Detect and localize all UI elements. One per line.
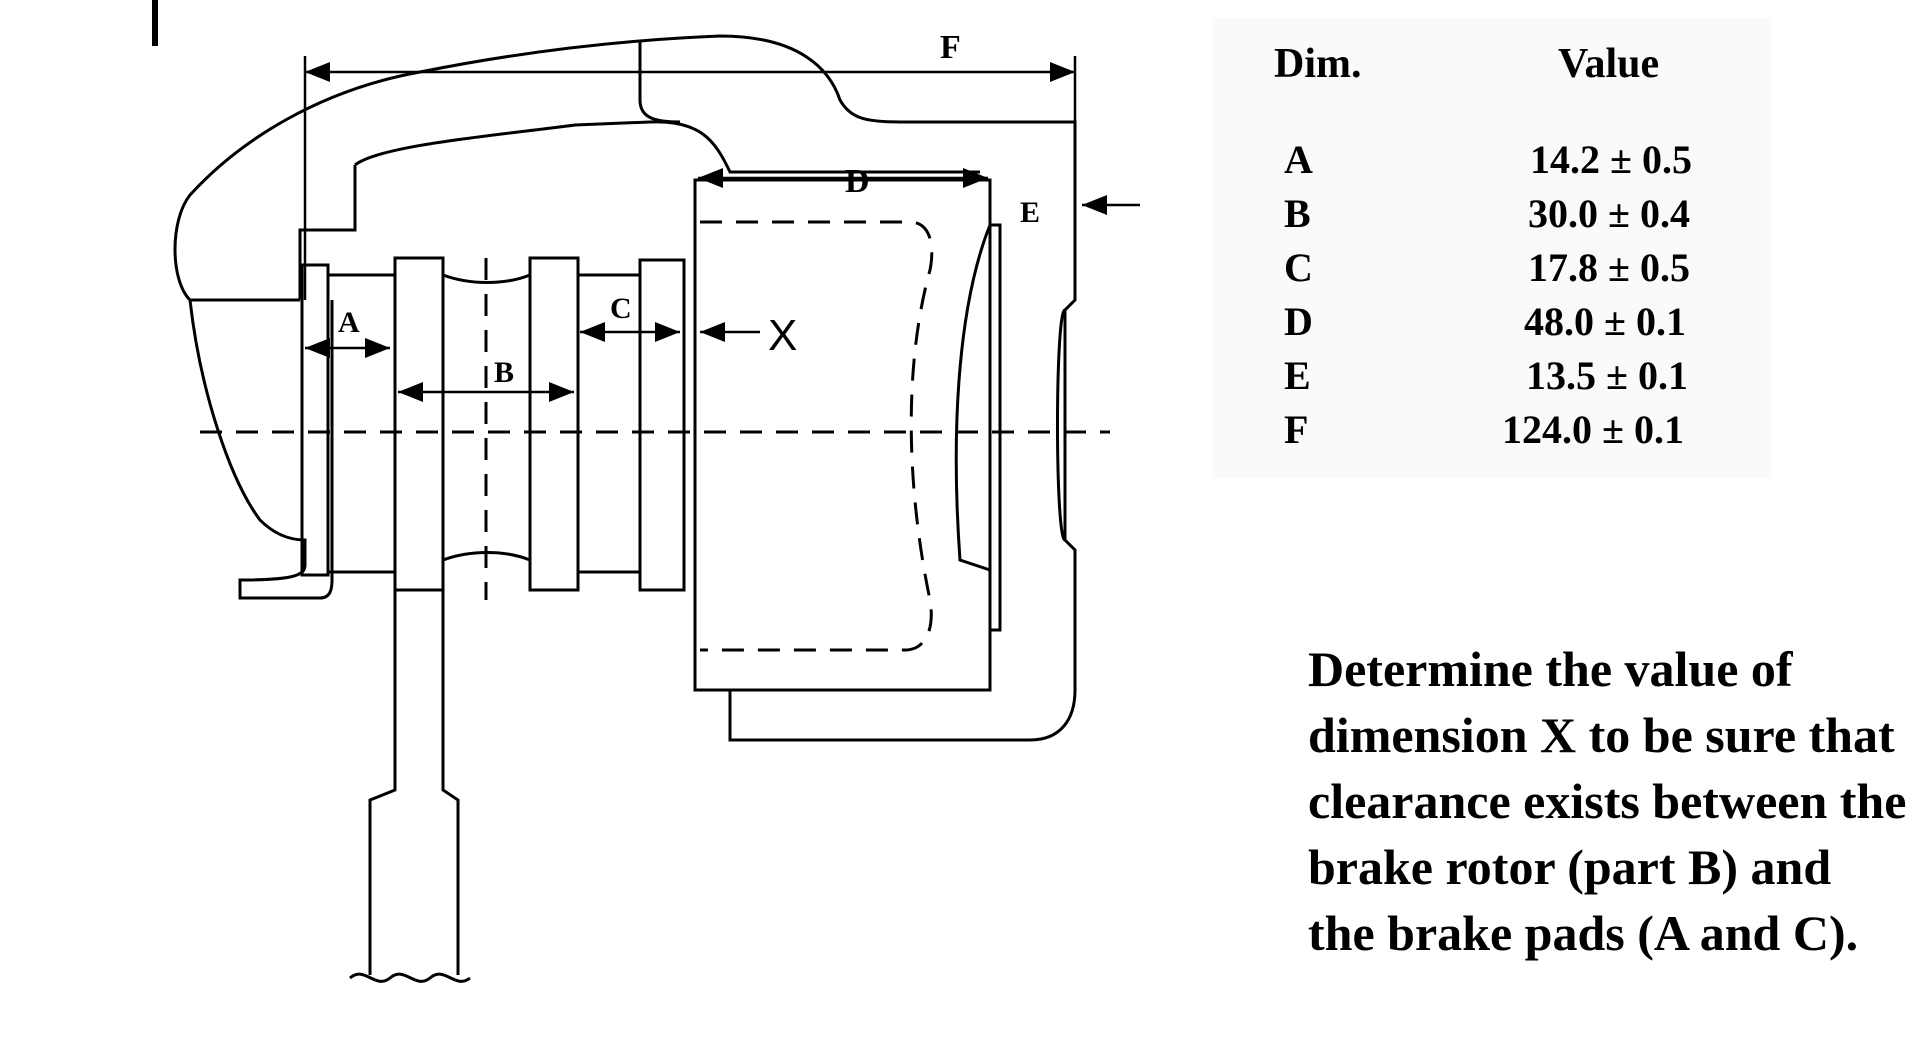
table-row: F 124.0 ± 0.1 — [1212, 406, 1772, 458]
shaft — [368, 590, 460, 975]
label-e: E — [1020, 196, 1040, 229]
rotor-b-right — [528, 256, 580, 592]
label-c: C — [610, 292, 632, 325]
dimension-table: Dim. Value A 14.2 ± 0.5 B 30.0 ± 0.4 C 1… — [1212, 18, 1772, 478]
row-value: 17.8 ± 0.5 — [1528, 245, 1690, 290]
cursor-mark — [152, 0, 158, 46]
piston-curve — [954, 224, 992, 572]
table-row: D 48.0 ± 0.1 — [1212, 298, 1772, 350]
rotor-b-left — [393, 256, 445, 592]
row-value: 14.2 ± 0.5 — [1530, 137, 1692, 182]
row-dim: E — [1284, 353, 1311, 398]
table-row: B 30.0 ± 0.4 — [1212, 190, 1772, 242]
pad-c — [638, 258, 686, 592]
question-text: Determine the value of dimension X to be… — [1308, 641, 1907, 961]
piston-housing — [693, 178, 992, 692]
caliper-right-lip — [1056, 308, 1067, 542]
row-value: 30.0 ± 0.4 — [1528, 191, 1690, 236]
row-dim: D — [1284, 299, 1313, 344]
caliper-left-arm — [188, 299, 334, 600]
caliper-inner-contour — [354, 120, 980, 174]
caliper-upper-step — [298, 165, 357, 300]
shaft-break — [349, 972, 471, 983]
label-f: F — [940, 29, 961, 66]
row-dim: F — [1284, 407, 1309, 452]
label-a: A — [338, 306, 360, 339]
caliper-step-line — [638, 42, 681, 124]
label-b: B — [494, 356, 514, 389]
table-header-value: Value — [1558, 41, 1660, 87]
table-header-dim: Dim. — [1274, 41, 1362, 87]
row-dim: A — [1284, 137, 1313, 182]
pad-a — [300, 263, 330, 577]
piston-end-plate — [990, 223, 1002, 632]
label-d: D — [845, 163, 870, 200]
table-row: A 14.2 ± 0.5 — [1212, 136, 1772, 188]
table-row: E 13.5 ± 0.1 — [1212, 352, 1772, 404]
brake-caliper-drawing: F D E A B C X — [173, 29, 1140, 983]
row-value: 48.0 ± 0.1 — [1524, 299, 1686, 344]
row-dim: C — [1284, 245, 1313, 290]
piston-inner-dashed — [700, 220, 934, 652]
caliper-outline — [173, 34, 1077, 742]
pad-link — [328, 273, 640, 574]
row-value: 13.5 ± 0.1 — [1526, 353, 1688, 398]
table-row: C 17.8 ± 0.5 — [1212, 244, 1772, 296]
row-value: 124.0 ± 0.1 — [1502, 407, 1684, 452]
label-x: X — [768, 311, 797, 360]
row-dim: B — [1284, 191, 1311, 236]
